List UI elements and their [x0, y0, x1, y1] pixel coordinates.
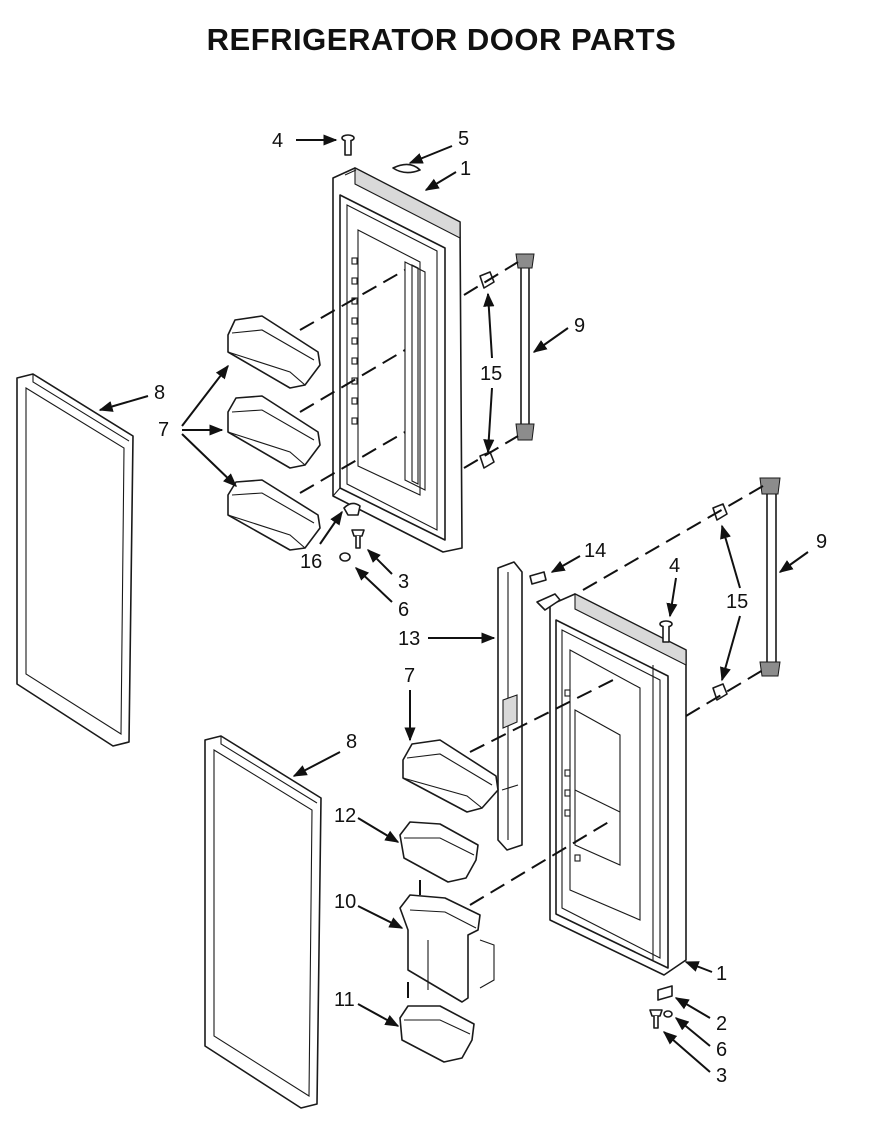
screw-14	[529, 571, 547, 585]
callout-label: 8	[154, 382, 165, 404]
callout-label: 6	[716, 1039, 727, 1061]
screw-left-3	[351, 529, 365, 549]
bin-12	[399, 821, 479, 883]
callout-label: 6	[398, 599, 409, 621]
callout-label: 2	[716, 1013, 727, 1035]
callout-label: 4	[669, 555, 680, 577]
door-gasket-upper	[16, 373, 134, 747]
callout-label: 12	[334, 805, 356, 827]
callout-label: 13	[398, 628, 420, 650]
callout-labels: 4 5 1 9 15 8 7 16 3 6 14 13 4 15 9 7 8 1…	[154, 128, 827, 1087]
callout-label: 11	[334, 989, 355, 1011]
callout-label: 5	[458, 128, 469, 150]
handle-upper-left	[515, 253, 535, 441]
callout-label: 7	[158, 419, 169, 441]
door-bin-lower-right	[402, 739, 499, 813]
leader-lines	[98, 134, 809, 1073]
callout-label: 4	[272, 130, 283, 152]
bin-frame-10	[399, 894, 495, 1003]
left-door-assembly	[332, 167, 463, 553]
door-bin-upper-left-2	[227, 395, 321, 469]
callout-label: 7	[404, 665, 415, 687]
clip-16	[343, 502, 361, 516]
door-bin-upper-left-1	[227, 315, 321, 389]
callout-label: 1	[716, 963, 727, 985]
bin-11	[399, 1005, 475, 1063]
callout-label: 3	[398, 571, 409, 593]
callout-label: 9	[816, 531, 827, 553]
bottom-hinge-right	[649, 985, 673, 1029]
hinge-pin-top-left	[341, 134, 355, 156]
callout-label: 15	[480, 363, 502, 385]
callout-label: 9	[574, 315, 585, 337]
handle-lower-right	[759, 477, 781, 677]
door-bin-upper-left-3	[227, 479, 321, 551]
spacer-left-6	[339, 552, 351, 562]
handle-mount-lower-right	[712, 503, 728, 701]
top-hinge-bracket-right	[536, 593, 561, 611]
hinge-pin-top-right	[659, 620, 673, 643]
callout-label: 1	[460, 158, 471, 180]
callout-label: 3	[716, 1065, 727, 1087]
dispenser-channel-13	[497, 561, 523, 851]
door-gasket-lower	[204, 735, 322, 1109]
callout-label: 16	[300, 551, 322, 573]
callout-label: 14	[584, 540, 606, 562]
washer-top-left	[392, 163, 421, 174]
right-door-assembly	[549, 593, 687, 976]
callout-label: 15	[726, 591, 748, 613]
callout-label: 8	[346, 731, 357, 753]
callout-label: 10	[334, 891, 356, 913]
page-title: REFRIGERATOR DOOR PARTS	[206, 22, 677, 57]
